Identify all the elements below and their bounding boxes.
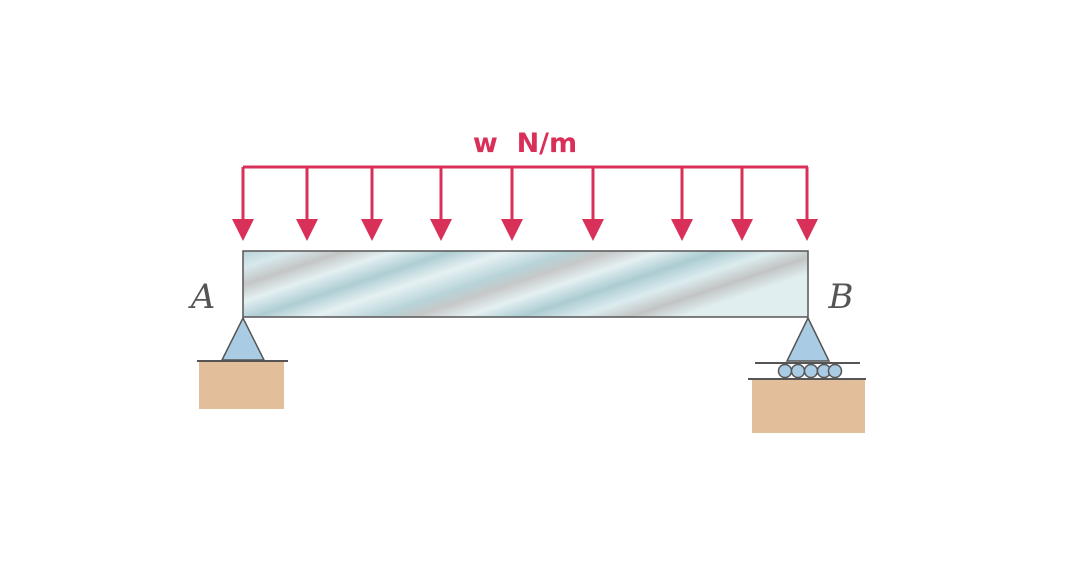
distributed-load: w N/m <box>232 128 818 241</box>
load-arrow-head <box>671 219 693 241</box>
load-arrow-head <box>232 219 254 241</box>
load-label: w N/m <box>473 128 577 159</box>
load-arrow <box>796 167 818 241</box>
load-arrow <box>232 167 254 241</box>
pin-triangle <box>220 316 266 361</box>
rollers <box>777 363 843 379</box>
load-arrow <box>296 167 318 241</box>
roller-wheel <box>790 363 806 379</box>
load-arrow <box>430 167 452 241</box>
load-arrow <box>731 167 753 241</box>
load-arrow <box>671 167 693 241</box>
roller-wheel <box>803 363 819 379</box>
load-arrows <box>232 167 818 241</box>
load-arrow-head <box>731 219 753 241</box>
load-arrow-head <box>501 219 523 241</box>
ground-block-right <box>752 380 865 433</box>
load-arrow-head <box>796 219 818 241</box>
point-label-a: A <box>188 277 216 317</box>
ground-block-left <box>199 361 284 409</box>
support-b-roller <box>748 316 866 433</box>
load-arrow-head <box>361 219 383 241</box>
load-arrow <box>582 167 604 241</box>
load-arrow <box>501 167 523 241</box>
support-a-pin <box>197 316 288 409</box>
roller-wheel <box>777 363 793 379</box>
load-arrow <box>361 167 383 241</box>
load-arrow-head <box>582 219 604 241</box>
beam <box>242 250 809 318</box>
load-arrow-head <box>296 219 318 241</box>
load-arrow-head <box>430 219 452 241</box>
point-label-b: B <box>828 277 854 317</box>
roller-triangle <box>785 316 831 362</box>
roller-wheel <box>827 363 843 379</box>
